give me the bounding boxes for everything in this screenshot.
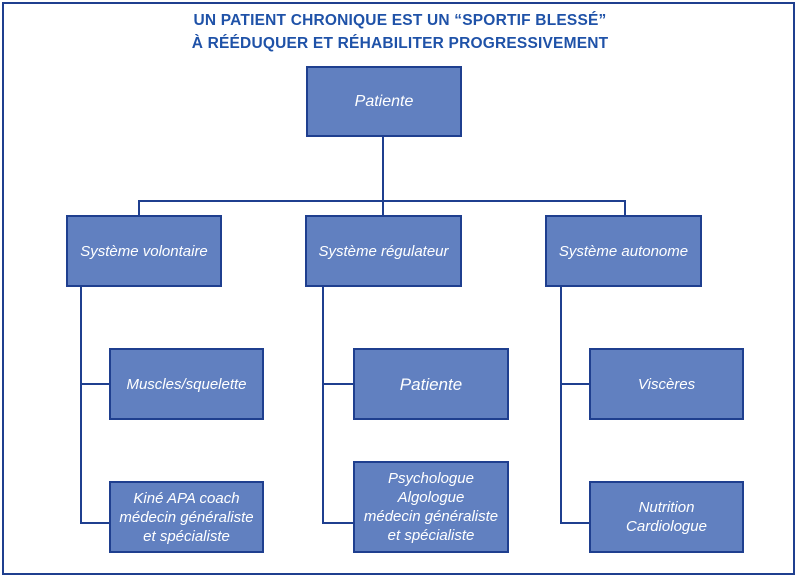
system-node-label: Système régulateur [318, 242, 449, 260]
leaf-node-volontaire-2: Kiné APA coach médecin généraliste et sp… [109, 481, 264, 553]
connector-root-down [382, 136, 384, 202]
leaf-node-line: Nutrition [638, 499, 695, 516]
connector-drop-autonome [624, 200, 626, 216]
system-node-label: Système volontaire [80, 242, 208, 260]
connector-trunk-regulateur [322, 286, 324, 524]
diagram-frame [2, 2, 795, 575]
system-node-regulateur: Système régulateur [305, 215, 462, 287]
root-node-label: Patiente [354, 93, 414, 110]
connector-branch-volontaire-1 [80, 383, 110, 385]
leaf-node-line: Kiné APA coach [133, 489, 240, 507]
leaf-node-line: médecin généraliste [119, 508, 254, 526]
connector-branch-regulateur-1 [322, 383, 354, 385]
leaf-node-autonome-2: Nutrition Cardiologue [589, 481, 744, 553]
connector-drop-volontaire [138, 200, 140, 216]
connector-branch-autonome-2 [560, 522, 590, 524]
connector-trunk-autonome [560, 286, 562, 524]
leaf-node-regulateur-1: Patiente [353, 348, 509, 420]
leaf-node-line: Psychologue [388, 470, 474, 487]
leaf-node-volontaire-1: Muscles/squelette [109, 348, 264, 420]
leaf-node-line: médecin généraliste [363, 508, 499, 525]
leaf-node-regulateur-2: Psychologue Algologue médecin généralist… [353, 461, 509, 553]
leaf-node-line: Algologue [397, 489, 465, 506]
system-node-autonome: Système autonome [545, 215, 702, 287]
diagram-title-line2: À RÉÉDUQUER ET RÉHABILITER PROGRESSIVEME… [191, 35, 609, 52]
connector-branch-regulateur-2 [322, 522, 354, 524]
leaf-node-line: Muscles/squelette [126, 375, 247, 393]
connector-branch-autonome-1 [560, 383, 590, 385]
connector-branch-volontaire-2 [80, 522, 110, 524]
leaf-node-line: Cardiologue [626, 518, 707, 535]
connector-trunk-volontaire [80, 286, 82, 524]
leaf-node-autonome-1: Viscères [589, 348, 744, 420]
system-node-volontaire: Système volontaire [66, 215, 222, 287]
leaf-node-line: et spécialiste [143, 527, 230, 545]
leaf-node-line: Patiente [399, 374, 463, 394]
leaf-node-line: et spécialiste [387, 527, 475, 544]
root-node: Patiente [306, 66, 462, 137]
diagram-title-line1: UN PATIENT CHRONIQUE EST UN “SPORTIF BLE… [193, 12, 607, 29]
system-node-label: Système autonome [558, 242, 689, 260]
connector-drop-regulateur [382, 200, 384, 216]
leaf-node-line: Viscères [637, 375, 696, 393]
